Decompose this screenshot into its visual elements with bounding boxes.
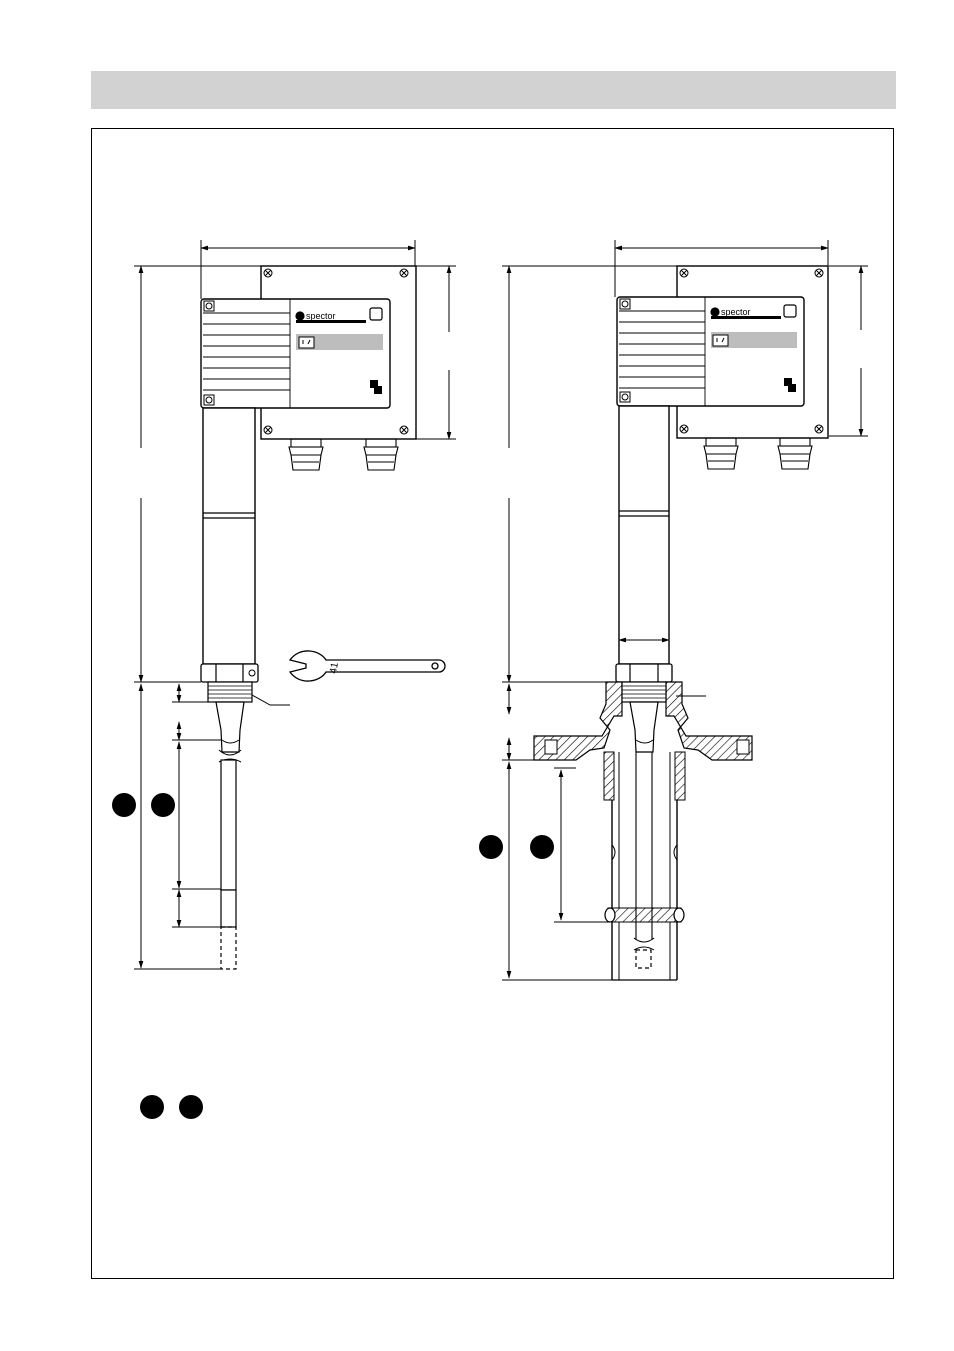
marker-dot-c <box>479 835 503 859</box>
right-front-panel <box>616 296 805 407</box>
legend-dot-b <box>179 1095 203 1119</box>
right-stem-tube <box>618 405 670 665</box>
right-cable-gland-2 <box>777 437 813 470</box>
right-probe-cone <box>629 701 659 753</box>
marker-dot-b <box>151 793 175 817</box>
marker-dot-a <box>112 793 136 817</box>
right-brand-logo-icon <box>710 307 720 317</box>
right-hex-nut <box>615 663 673 683</box>
left-cable-gland-2 <box>363 438 399 471</box>
wrench-icon <box>288 650 446 682</box>
right-dimensions <box>502 240 868 981</box>
left-thread <box>207 681 253 703</box>
right-probe-extension <box>635 949 652 969</box>
left-probe-rod <box>220 759 237 891</box>
page-header-band <box>91 71 896 109</box>
drawing-frame <box>91 128 894 1279</box>
legend-marker-dots <box>140 1095 203 1119</box>
left-brand-logo-icon <box>295 311 305 321</box>
legend-dot-a <box>140 1095 164 1119</box>
right-thread <box>621 681 667 703</box>
right-status-icon <box>783 304 797 318</box>
right-cable-gland-1 <box>703 437 739 470</box>
left-display-window <box>296 334 383 350</box>
left-maker-logo-icon <box>370 380 382 394</box>
left-heat-sink <box>203 299 291 408</box>
wrench-size-label: 41 <box>328 661 341 674</box>
left-front-panel <box>200 298 391 409</box>
left-dimensions <box>134 240 456 970</box>
left-probe-extension <box>220 926 237 970</box>
right-protection-tube <box>611 752 678 980</box>
right-display-window <box>711 332 797 348</box>
right-brand-label: spector <box>721 307 751 317</box>
right-marker-dots <box>479 835 554 859</box>
left-probe-cone <box>215 701 245 753</box>
left-status-icon <box>369 307 383 321</box>
left-screws <box>203 268 409 435</box>
marker-dot-d <box>530 835 554 859</box>
left-device: spector <box>200 265 446 970</box>
right-device: spector <box>533 265 829 981</box>
left-probe-tip <box>220 889 237 928</box>
left-stem-tube <box>202 407 256 665</box>
left-brand-label: spector <box>306 311 336 321</box>
left-cable-gland-1 <box>288 438 324 471</box>
right-flange-body-right <box>665 681 753 761</box>
left-marker-dots <box>112 793 175 817</box>
right-spacer-disc <box>607 907 682 923</box>
right-maker-logo-icon <box>784 378 796 392</box>
